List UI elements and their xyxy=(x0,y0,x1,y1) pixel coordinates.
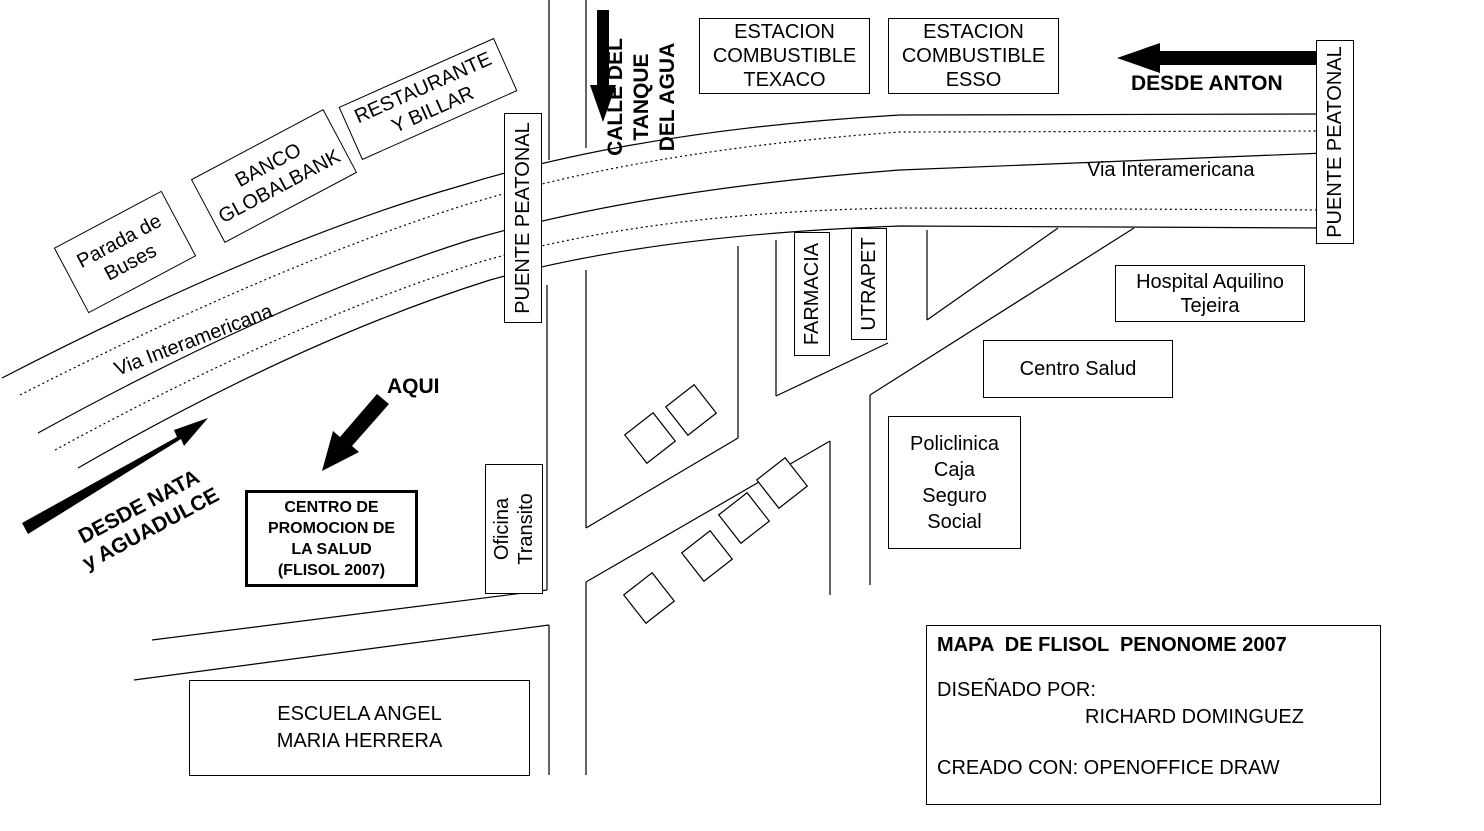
hospital-aquilino-tejeira: Hospital Aquilino Tejeira xyxy=(1115,265,1305,322)
street-bottom-lower xyxy=(133,624,550,681)
house-4 xyxy=(680,529,734,583)
street-east-diag xyxy=(869,227,1135,396)
house-2 xyxy=(664,383,718,437)
street-top-lower xyxy=(151,589,548,641)
utrapet: UTRAPET xyxy=(851,228,887,340)
house-1 xyxy=(623,411,677,465)
diag-upper-a xyxy=(585,437,739,529)
highway-dotted-south xyxy=(54,207,1326,451)
house-3 xyxy=(622,571,676,625)
centro-salud: Centro Salud xyxy=(983,340,1173,398)
aqui-label: AQUI xyxy=(387,375,440,398)
street-farmacia-diag xyxy=(775,342,889,397)
highway-north-edge xyxy=(1,113,1326,379)
puente-peatonal-east: PUENTE PEATONAL xyxy=(1316,40,1354,244)
arrow-calle-tanque xyxy=(590,10,616,122)
arrow-desde-anton xyxy=(1117,43,1320,73)
farmacia: FARMACIA xyxy=(794,232,830,356)
policlinica-caja-seguro-social: Policlinica Caja Seguro Social xyxy=(888,416,1021,549)
map-legend: MAPA DE FLISOL PENONOME 2007 DISEÑADO PO… xyxy=(926,625,1381,805)
highway-dotted-north xyxy=(19,130,1326,396)
escuela-angel-maria-herrera: ESCUELA ANGEL MARIA HERRERA xyxy=(189,680,530,776)
house-5 xyxy=(717,491,771,545)
destination-centro-promocion-salud: CENTRO DE PROMOCION DE LA SALUD (FLISOL … xyxy=(245,490,418,587)
estacion-esso: ESTACION COMBUSTIBLE ESSO xyxy=(888,18,1059,94)
created-with: CREADO CON: OPENOFFICE DRAW xyxy=(937,757,1280,779)
map-title: MAPA DE FLISOL PENONOME 2007 xyxy=(937,634,1287,656)
arrow-desde-nata xyxy=(22,418,208,534)
estacion-texaco: ESTACION COMBUSTIBLE TEXACO xyxy=(699,18,870,94)
highway-center-line xyxy=(37,152,1326,434)
oficina-transito: Oficina Transito xyxy=(485,464,543,594)
highway-label-east: Via Interamericana xyxy=(1087,159,1255,181)
arrow-aqui xyxy=(322,394,389,471)
legend-spacer xyxy=(937,659,1370,677)
desde-anton-label: DESDE ANTON xyxy=(1131,72,1283,95)
legend-spacer-2 xyxy=(937,731,1370,755)
designed-by-label: DISEÑADO POR: xyxy=(937,679,1096,701)
street-east-b-diag xyxy=(926,227,1059,321)
highway-south-edge xyxy=(77,225,1326,469)
house-6 xyxy=(755,456,809,510)
designer-name: RICHARD DOMINGUEZ xyxy=(1085,706,1304,728)
calle-tanque-label: CALLE DEL TANQUE DEL AGUA xyxy=(604,38,679,156)
puente-peatonal-west: PUENTE PEATONAL xyxy=(504,113,542,323)
